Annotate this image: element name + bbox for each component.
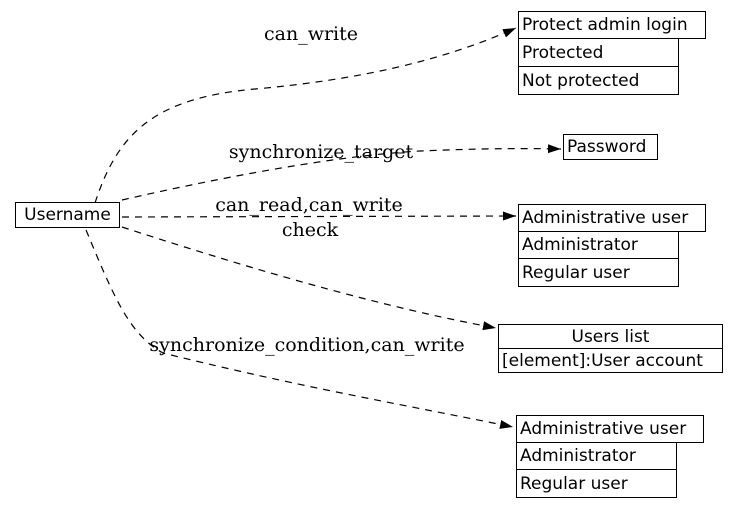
node-administrative-user-top-row-regular-user: Regular user — [518, 258, 679, 287]
node-administrative-user-top-row-administrator: Administrator — [518, 231, 679, 259]
node-administrative-user-bottom-title: Administrative user — [516, 415, 704, 443]
node-administrative-user-top-title: Administrative user — [518, 204, 706, 232]
edge-synchronize-condition — [85, 229, 514, 429]
node-administrative-user-bottom-row-regular-user: Regular user — [516, 469, 677, 498]
node-protect-admin-login-title: Protect admin login — [518, 11, 706, 39]
edge-label-can-write: can_write — [264, 23, 358, 45]
node-password: Password — [563, 134, 658, 160]
edge-label-check: check — [282, 219, 339, 241]
edge-can-write — [94, 27, 517, 204]
edge-can-read-can-write-check — [121, 211, 517, 221]
node-administrative-user-bottom-row-administrator: Administrator — [516, 442, 677, 470]
edge-label-synchronize-target: synchronize_target — [229, 141, 414, 163]
edge-label-can-read-can-write: can_read,can_write — [215, 194, 403, 216]
node-protect-admin-login-row-protected: Protected — [518, 38, 679, 67]
node-username: Username — [15, 202, 120, 228]
edge-users-list — [121, 226, 497, 331]
node-protect-admin-login-row-not-protected: Not protected — [518, 66, 679, 95]
node-users-list-row-element: [element]:User account — [498, 348, 723, 373]
edge-label-synchronize-condition: synchronize_condition,can_write — [149, 334, 464, 356]
node-users-list-title: Users list — [498, 324, 723, 349]
